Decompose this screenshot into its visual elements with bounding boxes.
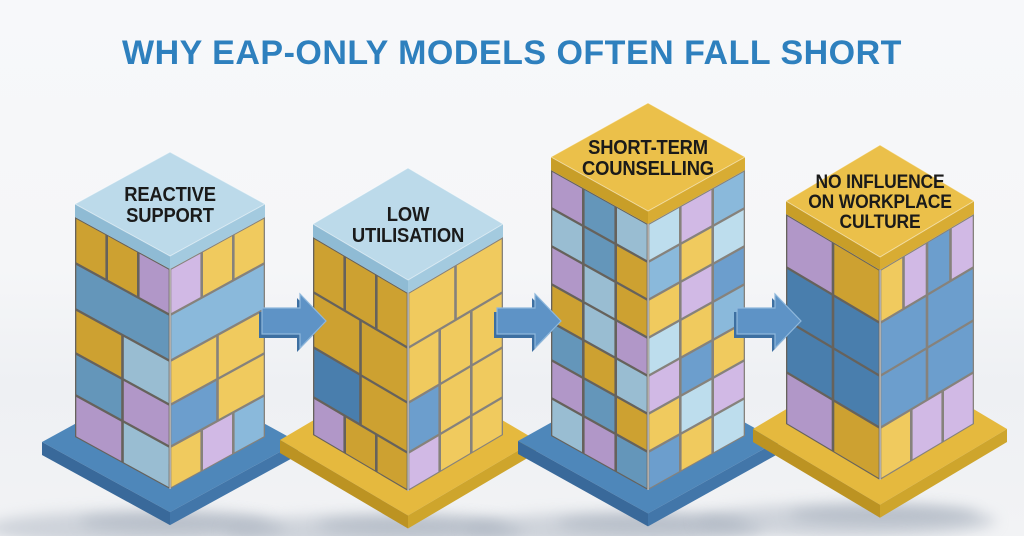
page-title: WHY EAP-ONLY MODELS OFTEN FALL SHORT [122, 34, 902, 72]
tower-label-short-term-counselling: SHORT-TERM COUNSELLING [582, 136, 714, 180]
right-arrow-icon [734, 292, 802, 352]
tower-label-no-influence: NO INFLUENCE ON WORKPLACE CULTURE [808, 171, 952, 234]
tower-label-reactive-support: REACTIVE SUPPORT [124, 183, 216, 227]
floor-shadows [0, 503, 996, 536]
tower-short-term-counselling [518, 102, 778, 527]
tower-low-utilisation [280, 167, 536, 529]
tower-no-influence-on-workplace-culture [753, 144, 1007, 518]
right-arrow-icon [259, 292, 327, 352]
tower-label-low-utilisation: LOW UTILISATION [351, 203, 465, 247]
tower-reactive-support [42, 151, 298, 526]
right-arrow-icon [494, 292, 562, 352]
